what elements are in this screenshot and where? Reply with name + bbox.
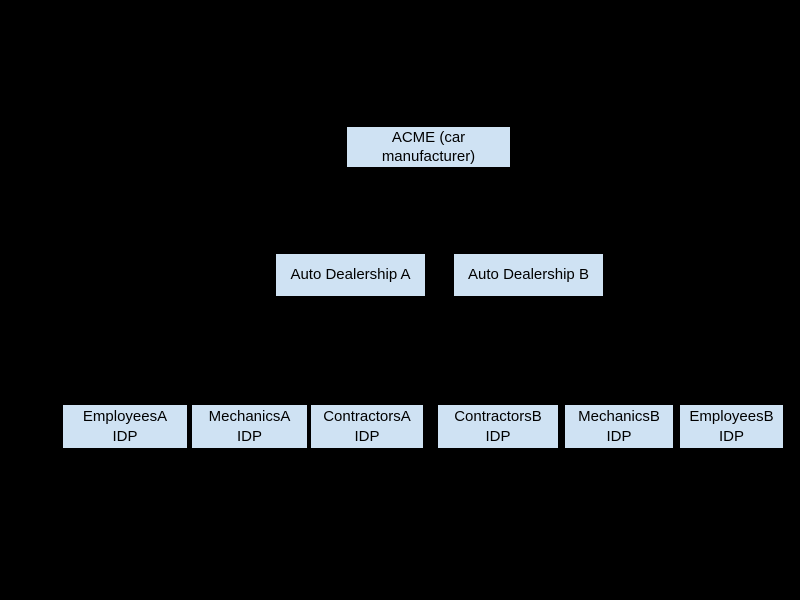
node-acme-label: ACME (car manufacturer) [381, 128, 476, 166]
node-auto-dealership-b: Auto Dealership B [454, 254, 603, 296]
node-contractors-b-idp-label: ContractorsB IDP [454, 408, 542, 445]
node-auto-dealership-a-label: Auto Dealership A [290, 266, 411, 284]
node-employees-a-idp-label: EmployeesA IDP [82, 408, 168, 445]
node-acme: ACME (car manufacturer) [347, 127, 510, 167]
node-mechanics-b-idp: MechanicsB IDP [565, 405, 673, 448]
node-employees-b-idp: EmployeesB IDP [680, 405, 783, 448]
node-auto-dealership-b-label: Auto Dealership B [468, 266, 589, 284]
node-contractors-b-idp: ContractorsB IDP [438, 405, 558, 448]
node-employees-a-idp: EmployeesA IDP [63, 405, 187, 448]
node-mechanics-a-idp: MechanicsA IDP [192, 405, 307, 448]
node-mechanics-b-idp-label: MechanicsB IDP [578, 408, 660, 445]
node-employees-b-idp-label: EmployeesB IDP [689, 408, 774, 445]
node-contractors-a-idp: ContractorsA IDP [311, 405, 423, 448]
node-mechanics-a-idp-label: MechanicsA IDP [208, 408, 291, 445]
node-auto-dealership-a: Auto Dealership A [276, 254, 425, 296]
node-contractors-a-idp-label: ContractorsA IDP [323, 408, 411, 445]
